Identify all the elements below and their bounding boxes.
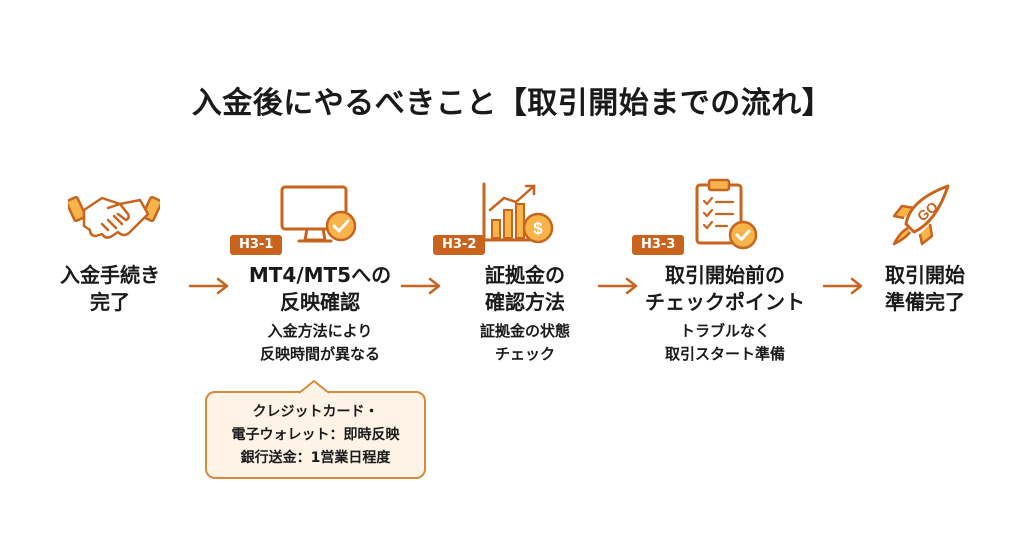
step-badge-h3-3: H3-3 bbox=[632, 235, 685, 255]
step-3-description: 証拠金の状態 チェック bbox=[479, 322, 570, 363]
step-badge-h3-2: H3-2 bbox=[433, 235, 486, 255]
step-5-heading: 取引開始 準備完了 bbox=[885, 263, 965, 314]
handshake-icon bbox=[68, 195, 160, 239]
arrow-4-icon bbox=[822, 277, 863, 295]
step-4-description: トラブルなく 取引スタート準備 bbox=[664, 322, 785, 363]
clipboard-check-icon bbox=[695, 178, 758, 250]
svg-text:$: $ bbox=[533, 219, 543, 238]
step-4-heading: 取引開始前の チェックポイント bbox=[645, 263, 805, 314]
chart-coin-icon: $ bbox=[482, 182, 554, 244]
arrow-3-icon bbox=[597, 277, 638, 295]
step-badge-h3-1: H3-1 bbox=[230, 235, 283, 255]
arrow-1-icon bbox=[188, 277, 229, 295]
step-3-heading: 証拠金の 確認方法 bbox=[485, 263, 565, 314]
step-2-description: 入金方法により 反映時間が異なる bbox=[259, 322, 380, 363]
step-2-heading: MT4/MT5への 反映確認 bbox=[248, 263, 392, 314]
monitor-check-icon bbox=[280, 185, 357, 243]
callout-text: クレジットカード・ 電子ウォレット：即時反映 銀行送金：1営業日程度 bbox=[231, 404, 400, 466]
rocket-icon: GO bbox=[892, 184, 950, 246]
callout-pointer bbox=[299, 380, 329, 394]
arrow-2-icon bbox=[400, 277, 441, 295]
step-1-heading: 入金手続き 完了 bbox=[60, 263, 160, 314]
callout-box bbox=[205, 391, 426, 479]
page-title: 入金後にやるべきこと【取引開始までの流れ】 bbox=[191, 86, 833, 121]
